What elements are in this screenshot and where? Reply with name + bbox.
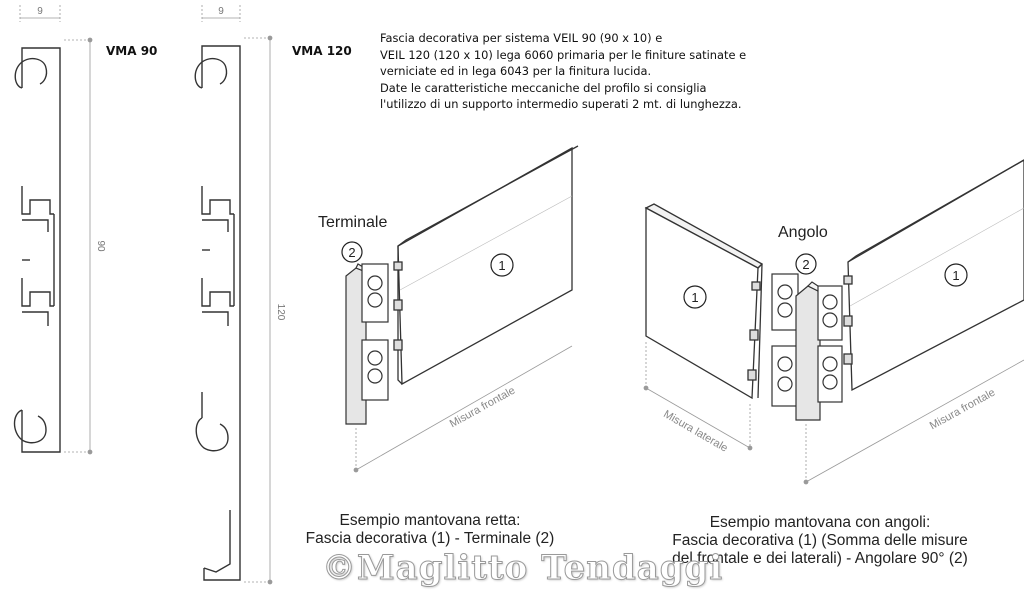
straight-fascia-marker xyxy=(490,253,514,277)
caption-line: Esempio mantovana retta: xyxy=(339,512,521,529)
corner-angle-marker-number: 2 xyxy=(802,257,809,272)
corner-angle-marker xyxy=(795,253,817,275)
caption-line: Fascia decorativa (1) - Terminale (2) xyxy=(305,530,555,547)
vma90-profile xyxy=(13,47,61,453)
straight-terminal-marker xyxy=(341,241,363,263)
corner-measure-lines xyxy=(643,342,1024,485)
corner-section-title: Angolo xyxy=(778,224,828,241)
vma120-dimensions xyxy=(201,5,273,585)
description-line: l'utilizzo di un supporto intermedio sup… xyxy=(380,97,742,111)
description-line: Date le caratteristiche meccaniche del p… xyxy=(380,80,707,95)
straight-terminal-cap xyxy=(345,263,389,425)
corner-caption: Esempio mantovana con angoli: Fascia dec… xyxy=(650,514,990,568)
straight-caption: Esempio mantovana retta: Fascia decorati… xyxy=(300,512,560,548)
corner-side-measure-label: Misura laterale xyxy=(661,408,729,454)
straight-terminal-marker-number: 2 xyxy=(348,245,355,260)
vma90-width-label: 9 xyxy=(37,6,43,17)
corner-side-marker xyxy=(683,285,707,309)
corner-front-measure-label: Misura frontale xyxy=(928,386,997,432)
watermark: ©Maglitto Tendaggi xyxy=(321,548,724,589)
corner-front-marker xyxy=(944,263,968,287)
terminal-section-title: Terminale xyxy=(318,214,388,231)
product-description: Fascia decorativa per sistema VEIL 90 (9… xyxy=(380,30,760,113)
vma90-dimensions xyxy=(19,5,93,455)
vma120-width-label: 9 xyxy=(218,6,224,17)
vma90-height-label: 90 xyxy=(95,240,106,252)
straight-measure-label: Misura frontale xyxy=(448,384,517,430)
caption-line: del frontale e dei laterali) - Angolare … xyxy=(672,550,968,567)
caption-line: Fascia decorativa (1) (Somma delle misur… xyxy=(672,532,968,549)
corner-angle-piece xyxy=(771,273,843,421)
corner-front-panel xyxy=(843,159,1024,392)
description-line: VEIL 120 (120 x 10) lega 6060 primaria p… xyxy=(380,47,747,62)
caption-line: Esempio mantovana con angoli: xyxy=(709,514,931,531)
description-line: Fascia decorativa per sistema VEIL 90 (9… xyxy=(380,31,663,45)
vma90-name: VMA 90 xyxy=(106,44,158,58)
corner-front-marker-number: 1 xyxy=(952,268,959,283)
straight-fascia-marker-number: 1 xyxy=(498,258,505,273)
corner-side-marker-number: 1 xyxy=(691,290,698,305)
vma120-profile xyxy=(194,45,241,581)
straight-fascia-panel xyxy=(393,145,579,386)
vma120-name: VMA 120 xyxy=(292,44,352,58)
description-line: verniciate ed in lega 6043 per la finitu… xyxy=(380,64,652,78)
straight-measure-line xyxy=(353,345,573,473)
vma120-height-label: 120 xyxy=(275,304,286,321)
